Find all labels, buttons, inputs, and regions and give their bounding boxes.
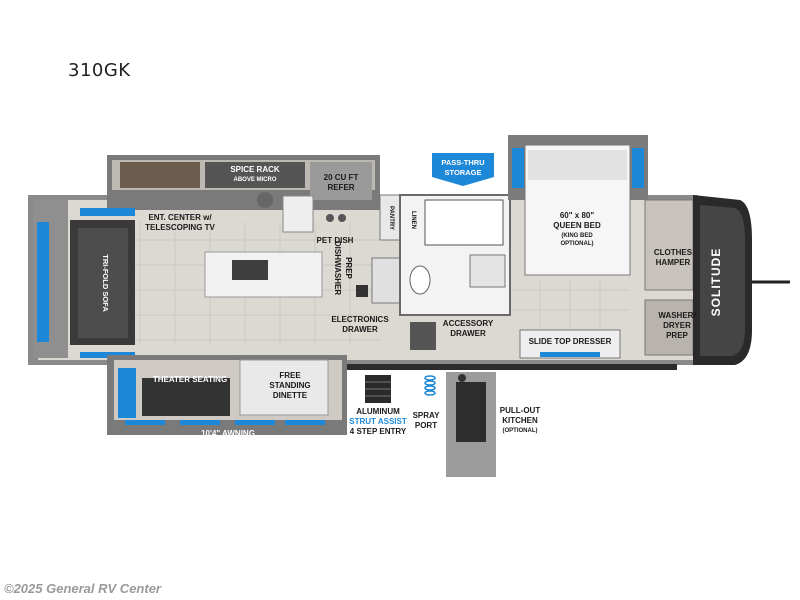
washer-dryer-closet xyxy=(644,299,694,356)
dishwasher-label-1: DISHWASHER xyxy=(333,241,342,295)
spray-label-1: SPRAY xyxy=(413,411,440,420)
pass-thru-label-1: PASS-THRU xyxy=(441,158,484,167)
bed-type-label: QUEEN BED xyxy=(553,221,601,230)
awning-window-4 xyxy=(285,420,325,425)
shower xyxy=(424,199,504,246)
toilet xyxy=(409,265,431,295)
dresser-label: SLIDE TOP DRESSER xyxy=(529,337,612,346)
door-side-wall xyxy=(347,364,677,370)
rear-window xyxy=(37,222,49,342)
microwave-area xyxy=(205,162,305,188)
spray-label-2: PORT xyxy=(415,421,437,430)
entry-step-lines xyxy=(365,381,391,397)
accessory-drawer-unit xyxy=(410,322,436,350)
awning-window-2 xyxy=(180,420,220,425)
pullout-label-2: KITCHEN xyxy=(502,416,538,425)
brand-logo: SOLITUDE xyxy=(709,248,723,317)
hamper-label-2: HAMPER xyxy=(656,258,691,267)
awning-window-3 xyxy=(235,420,275,425)
bed-pillows xyxy=(528,150,627,180)
electronics-label-2: DRAWER xyxy=(342,325,378,334)
hamper-label-1: CLOTHES xyxy=(654,248,693,257)
pet-dish-bowl-1 xyxy=(326,214,334,222)
bed-option-label-2: OPTIONAL) xyxy=(561,241,594,247)
washer-label-1: WASHER/ xyxy=(658,311,696,320)
watermark: ©2025 General RV Center xyxy=(4,581,161,596)
linen-label: LINEN xyxy=(410,211,416,229)
stove-burner xyxy=(257,192,273,208)
sofa-window-top xyxy=(80,208,135,216)
pull-out-grill xyxy=(456,382,486,442)
bath-vanity xyxy=(469,254,506,288)
sofa-label: TRI-FOLD SOFA xyxy=(101,254,110,312)
theater-label: THEATER SEATING xyxy=(153,375,227,384)
closet xyxy=(644,199,694,291)
sofa-cushion xyxy=(78,228,128,338)
accessory-label-2: DRAWER xyxy=(450,329,486,338)
front-cap-inner xyxy=(700,205,745,356)
washer-label-3: PREP xyxy=(666,331,688,340)
spice-rack-shelf xyxy=(120,162,200,188)
bedroom-window-left xyxy=(512,148,524,188)
pass-thru-label-2: STORAGE xyxy=(445,168,482,177)
pullout-label-3: (OPTIONAL) xyxy=(503,428,538,434)
refer-label-1: 20 CU FT xyxy=(324,173,359,182)
bedroom-window-right xyxy=(632,148,644,188)
entry-label-3: 4 STEP ENTRY xyxy=(350,427,407,436)
pet-dish-cabinet xyxy=(282,195,314,233)
pantry-label: PANTRY xyxy=(388,206,394,230)
free-standing-dinette xyxy=(239,359,329,416)
dresser-window xyxy=(540,352,600,357)
dishwasher-icon xyxy=(356,285,368,297)
ent-center-label-1: ENT. CENTER w/ xyxy=(148,213,212,222)
dinette-label-1: FREE xyxy=(279,371,301,380)
entry-label-2: STRUT ASSIST xyxy=(349,417,407,426)
ent-center-label-2: TELESCOPING TV xyxy=(145,223,215,232)
electronics-cabinet xyxy=(371,257,401,304)
spice-rack-label: SPICE RACK xyxy=(230,165,280,174)
pet-dish-bowl-2 xyxy=(338,214,346,222)
refrigerator xyxy=(310,162,372,200)
island-sink xyxy=(232,260,268,280)
theater-seating xyxy=(142,378,230,416)
pass-thru-storage-badge xyxy=(432,153,494,186)
pullout-label-1: PULL-OUT xyxy=(500,406,541,415)
pull-out-knob xyxy=(458,374,466,382)
electronics-label-1: ELECTRONICS xyxy=(331,315,389,324)
awning-label: 10'4" AWNING xyxy=(201,429,255,438)
dinette-label-2: STANDING xyxy=(269,381,310,390)
spice-rack-sub-label: ABOVE MICRO xyxy=(233,177,276,183)
dishwasher-label-2: PREP xyxy=(344,257,353,279)
accessory-label-1: ACCESSORY xyxy=(443,319,494,328)
pass-thru-label: PASS-THRU STORAGE xyxy=(441,158,484,177)
living-window-side xyxy=(118,368,136,418)
model-title: 310GK xyxy=(68,60,131,81)
awning-window-1 xyxy=(125,420,165,425)
washer-label-2: DRYER xyxy=(663,321,691,330)
spray-port-hose xyxy=(424,375,436,396)
dinette-label-3: DINETTE xyxy=(273,391,308,400)
entry-label-1: ALUMINUM xyxy=(356,407,400,416)
pet-dish-label: PET DISH xyxy=(317,236,354,245)
bed-size-label: 60" x 80" xyxy=(560,211,594,220)
bed-option-label-1: (KING BED xyxy=(561,233,593,239)
refer-label-2: REFER xyxy=(327,183,354,192)
